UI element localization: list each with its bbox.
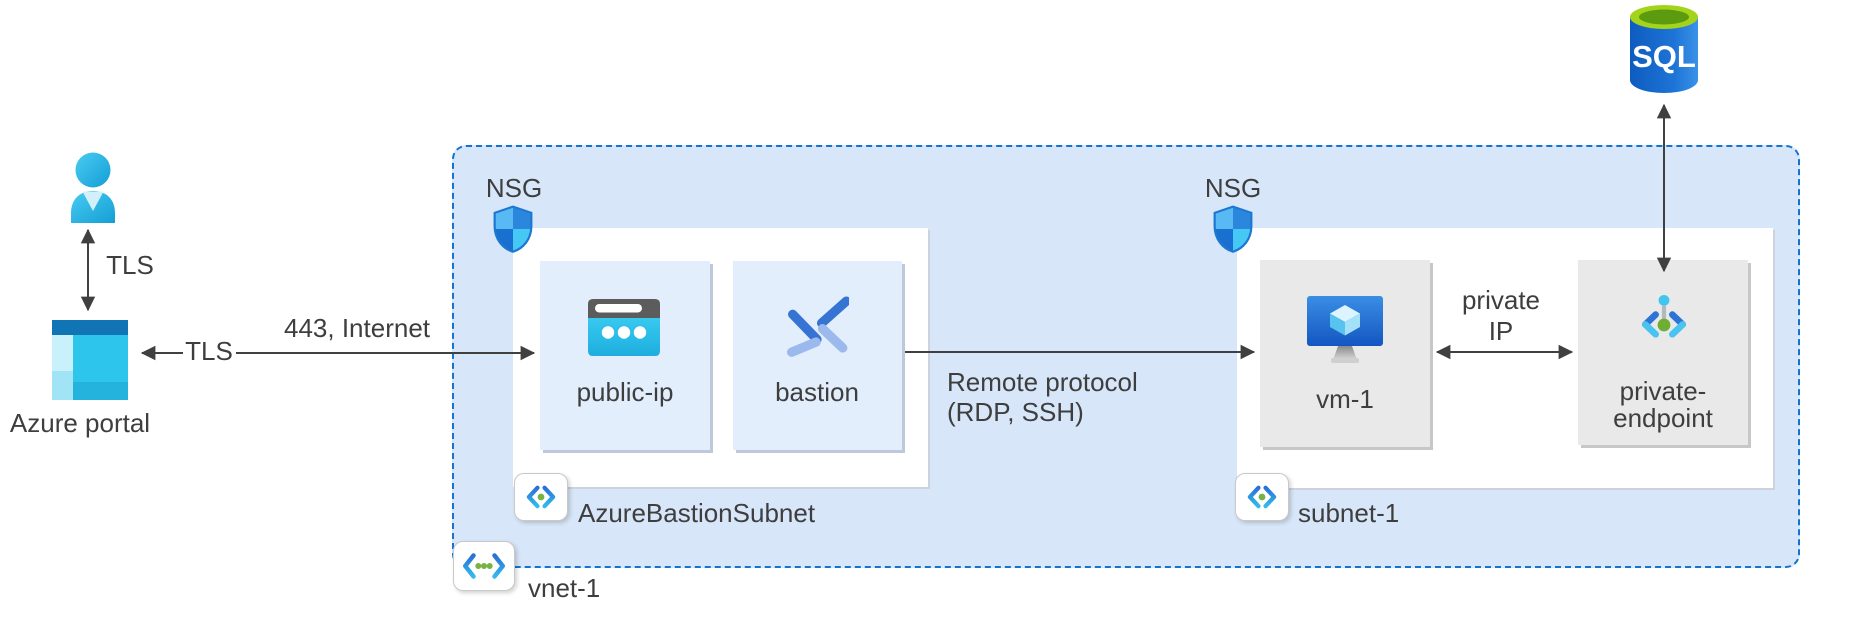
portal-label: Azure portal — [9, 408, 151, 439]
subnet-icon — [1235, 473, 1289, 521]
private-ip-label: private IP — [1461, 285, 1541, 346]
bastion-label: bastion — [775, 377, 859, 408]
vnet-label: vnet-1 — [528, 573, 601, 604]
user-icon — [66, 152, 120, 223]
public-ip-icon — [588, 299, 660, 356]
nsg-bastion-label: NSG — [485, 173, 543, 204]
subnet1-label: subnet-1 — [1298, 498, 1400, 529]
vm-icon — [1307, 296, 1383, 368]
remote-protocol-label: Remote protocol (RDP, SSH) — [947, 367, 1138, 427]
azure-portal-icon — [52, 320, 128, 400]
sql-label: SQL — [1632, 39, 1696, 74]
private-endpoint-label: private- endpoint — [1613, 376, 1713, 433]
nsg-bastion-shield-icon — [491, 205, 535, 253]
virtual-network-icon — [453, 541, 515, 591]
nsg-subnet1-label: NSG — [1204, 173, 1262, 204]
vm-label: vm-1 — [1316, 384, 1374, 415]
nsg-subnet1-shield-icon — [1211, 205, 1255, 253]
bastion-card — [733, 261, 902, 450]
port-443-label: 443, Internet — [284, 313, 430, 344]
private-endpoint-icon — [1634, 291, 1694, 355]
subnet-icon — [514, 473, 568, 521]
private-endpoint-card — [1578, 260, 1748, 445]
sql-database-icon: SQL — [1626, 2, 1702, 98]
bastion-icon — [787, 294, 852, 362]
tls-horizontal-label: TLS — [185, 336, 233, 367]
tls-vertical-label: TLS — [106, 250, 154, 281]
public-ip-label: public-ip — [576, 377, 674, 408]
bastion-subnet-label: AzureBastionSubnet — [578, 498, 816, 529]
